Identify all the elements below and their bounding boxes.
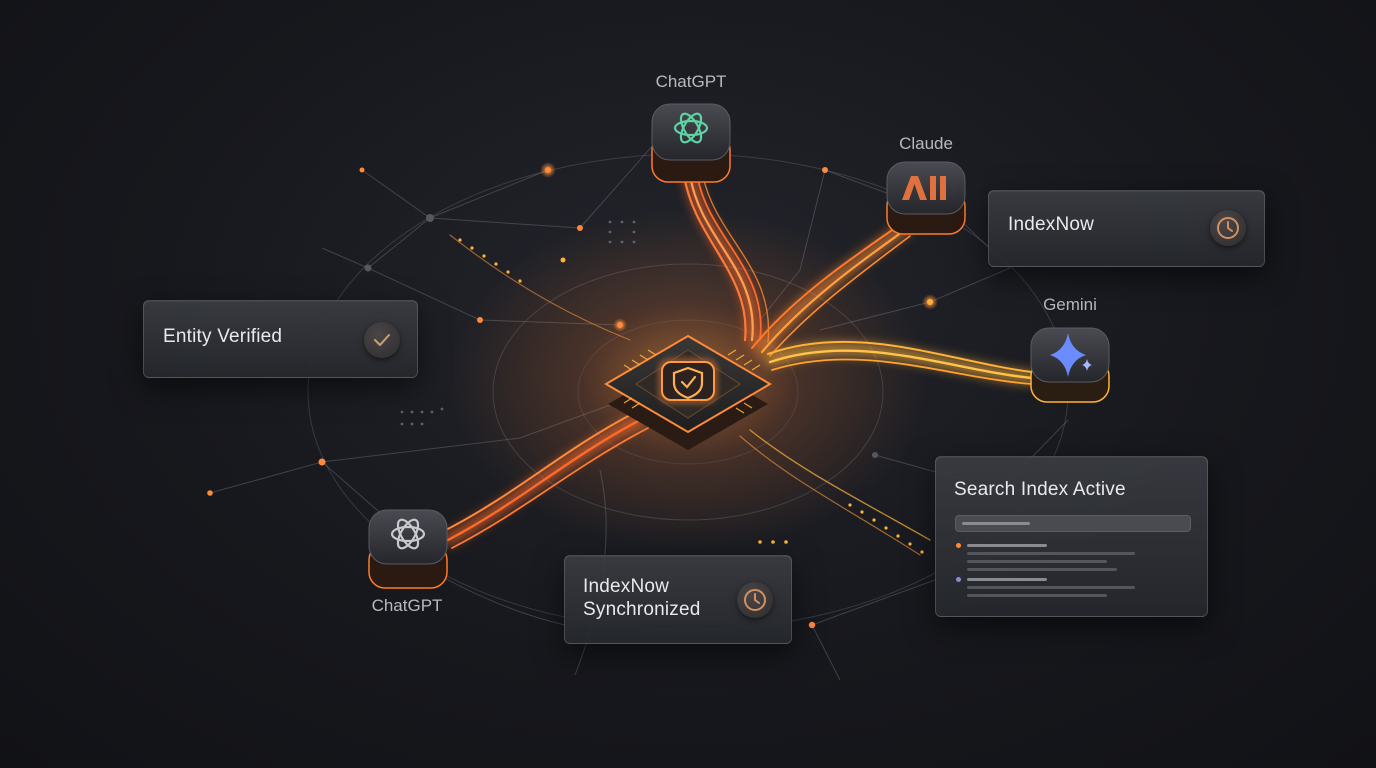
central-chip xyxy=(604,334,772,450)
search-bar[interactable] xyxy=(955,515,1191,532)
flow-lines xyxy=(441,173,1034,556)
sync-label-line2: Synchronized xyxy=(583,599,701,620)
indexnow-synchronized-card[interactable]: IndexNow Synchronized xyxy=(564,555,792,644)
result-line xyxy=(967,594,1107,597)
node-chatgpt-top[interactable] xyxy=(651,103,731,183)
indexnow-card[interactable]: IndexNow xyxy=(988,190,1265,267)
result-line xyxy=(967,568,1117,571)
gemini-star-icon xyxy=(1050,333,1086,377)
result-line xyxy=(967,578,1047,581)
node-label-chatgpt-top: ChatGPT xyxy=(655,72,727,91)
sync-label-line1: IndexNow xyxy=(583,576,670,597)
dotted-trails xyxy=(458,238,924,554)
result-line xyxy=(967,544,1047,547)
network-nodes xyxy=(207,162,938,629)
node-chatgpt-bottom[interactable] xyxy=(368,509,448,589)
shield-check-icon xyxy=(672,366,704,400)
result-dot-orange xyxy=(956,543,961,548)
clock-icon xyxy=(1217,217,1239,239)
clock-badge xyxy=(737,582,773,618)
node-label-claude: Claude xyxy=(899,134,953,153)
result-line xyxy=(967,560,1107,563)
check-icon xyxy=(374,334,390,346)
search-index-active-card[interactable]: Search Index Active xyxy=(935,456,1208,617)
node-gemini[interactable] xyxy=(1030,327,1110,403)
node-label-chatgpt-bottom: ChatGPT xyxy=(371,596,443,615)
check-badge xyxy=(364,322,400,358)
entity-verified-card[interactable]: Entity Verified xyxy=(143,300,418,378)
node-claude[interactable] xyxy=(886,161,966,235)
search-index-label: Search Index Active xyxy=(954,479,1126,500)
node-label-gemini: Gemini xyxy=(1043,295,1097,314)
anthropic-logo-icon xyxy=(902,176,946,200)
dot-grid xyxy=(400,220,636,426)
entity-verified-label: Entity Verified xyxy=(163,326,283,347)
clock-badge xyxy=(1210,210,1246,246)
openai-logo-icon xyxy=(673,112,709,144)
result-line xyxy=(967,552,1135,555)
clock-icon xyxy=(744,589,766,611)
result-line xyxy=(967,586,1135,589)
openai-logo-icon xyxy=(390,518,426,550)
indexnow-label: IndexNow xyxy=(1008,214,1095,235)
result-dot-purple xyxy=(956,577,961,582)
